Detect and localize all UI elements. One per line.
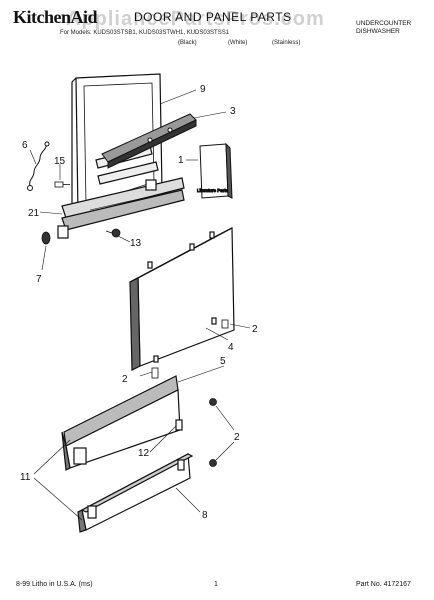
screw-2a-part xyxy=(221,319,229,329)
screw-2d xyxy=(209,459,217,467)
leader-2b xyxy=(139,371,153,377)
literature-booklet-spine xyxy=(225,142,233,199)
kick-plate-tab-2 xyxy=(177,459,185,471)
leader-lines xyxy=(29,89,251,521)
leader-2a xyxy=(229,323,251,329)
footer-part-number: Part No. 4172167 xyxy=(356,581,411,588)
toe-panel-clip xyxy=(73,447,87,465)
callouts: 9 3 6 15 1 21 13 7 2 4 5 2 2 12 11 8 xyxy=(20,84,258,521)
panel-tab-3 xyxy=(209,231,215,239)
callout-7: 7 xyxy=(36,274,42,285)
leader-3 xyxy=(193,111,227,119)
leader-9 xyxy=(159,89,197,105)
toe-panel-clip-2 xyxy=(175,419,183,431)
screw-2b-part xyxy=(151,367,159,379)
cross-member-2 xyxy=(97,161,159,185)
leader-5 xyxy=(177,365,225,383)
toe-panel-edge xyxy=(61,431,71,471)
callout-21: 21 xyxy=(28,208,40,219)
color-label-white: (White) xyxy=(228,40,248,46)
model-list: For Models: KUDS03STSB1, KUDS03STWH1, KU… xyxy=(60,30,230,36)
callout-2-c: 2 xyxy=(234,432,240,443)
toe-panel-part xyxy=(61,375,183,471)
screw-15-part xyxy=(54,181,70,188)
leader-21 xyxy=(39,211,63,215)
control-knob xyxy=(147,137,153,143)
panel-tab-2 xyxy=(189,243,195,251)
product-type-line-2: DISHWASHER xyxy=(356,28,400,35)
door-frame-part xyxy=(57,73,185,239)
outer-door-panel-part xyxy=(129,227,235,371)
kick-plate-tab xyxy=(87,505,97,519)
outer-door-panel-face xyxy=(137,227,235,367)
leader-6 xyxy=(29,149,37,165)
panel-tab-5 xyxy=(211,317,217,325)
leader-2c-down xyxy=(215,441,235,461)
leader-2c-up xyxy=(215,405,235,431)
screw-2b xyxy=(151,367,159,379)
leader-7 xyxy=(41,245,47,271)
door-frame-edge xyxy=(71,77,77,83)
leader-8 xyxy=(175,487,201,513)
callout-11: 11 xyxy=(20,472,31,483)
leader-11-down xyxy=(33,477,83,521)
literature-booklet-part: Literature Parts xyxy=(197,142,233,199)
control-panel-part xyxy=(101,113,197,169)
screw-13-part xyxy=(105,228,121,238)
screw-2c xyxy=(209,398,217,406)
screw-2a xyxy=(221,319,229,329)
color-label-stainless: (Stainless) xyxy=(272,40,301,46)
callout-3: 3 xyxy=(230,106,236,117)
hinge-bracket-left xyxy=(57,225,69,239)
callout-2-b: 2 xyxy=(122,374,128,385)
leader-13 xyxy=(117,235,131,243)
watermark: AppliancePartsPros.com xyxy=(66,8,325,30)
callout-13: 13 xyxy=(130,238,142,249)
panel-tab-4 xyxy=(153,355,159,363)
door-spring-part xyxy=(27,141,50,191)
screw-13-shaft xyxy=(105,230,113,234)
panel-tab-1 xyxy=(147,261,153,269)
product-type-line-1: UNDERCOUNTER xyxy=(356,20,412,27)
callout-4: 4 xyxy=(228,342,234,353)
screw-13-head xyxy=(111,228,121,238)
clip-7-part xyxy=(41,231,51,245)
literature-label: Literature Parts xyxy=(197,188,229,193)
kick-plate-top xyxy=(80,453,194,513)
control-knob-2 xyxy=(167,127,173,133)
rail-detail xyxy=(89,191,171,211)
door-spring-hook xyxy=(27,185,33,191)
screw-2c-part xyxy=(209,398,217,467)
outer-door-panel-edge xyxy=(129,277,141,371)
footer-litho: 8-99 Litho in U.S.A. (ms) xyxy=(16,581,93,588)
page-title: DOOR AND PANEL PARTS xyxy=(134,10,292,24)
control-panel-face xyxy=(107,119,197,169)
door-spring-hook-top xyxy=(44,141,50,147)
callout-12: 12 xyxy=(138,448,150,459)
product-type: UNDERCOUNTER DISHWASHER xyxy=(356,20,411,36)
callout-15: 15 xyxy=(54,156,66,167)
hinge-bracket-right xyxy=(145,179,157,191)
callout-6: 6 xyxy=(22,140,28,151)
clip-7 xyxy=(41,231,51,245)
color-label-black: (Black) xyxy=(178,40,197,46)
leader-12 xyxy=(149,425,177,453)
leader-11-up xyxy=(33,439,71,475)
door-spring-coil xyxy=(29,145,47,187)
callout-5: 5 xyxy=(220,356,226,367)
kick-plate-edge xyxy=(77,509,87,533)
callout-9: 9 xyxy=(200,84,206,95)
screw-15-head xyxy=(54,181,64,188)
leader-4 xyxy=(205,327,229,341)
brand-logo: KitchenAid xyxy=(13,7,98,27)
callout-1: 1 xyxy=(178,155,184,166)
callout-2-a: 2 xyxy=(252,324,258,335)
footer-page-number: 1 xyxy=(214,581,218,588)
kick-plate-part xyxy=(77,453,194,533)
callout-8: 8 xyxy=(202,510,208,521)
